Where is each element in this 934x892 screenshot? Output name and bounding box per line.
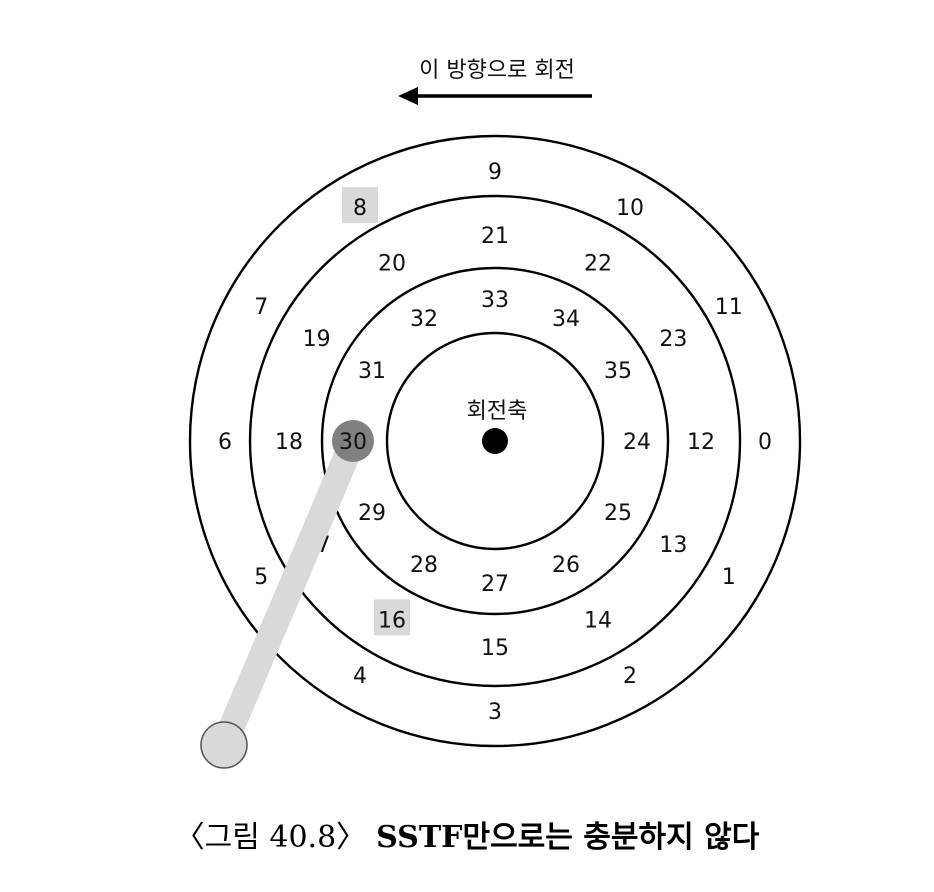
sector-30-head-label: 30: [339, 430, 367, 455]
figure-title: SSTF만으로는 충분하지 않다: [376, 820, 760, 855]
disk-head: [332, 420, 374, 462]
sector-28-label: 28: [410, 553, 438, 578]
sector-8-label: 8: [353, 196, 367, 221]
sector-0-label: 0: [758, 430, 772, 455]
sector-33-label: 33: [481, 288, 509, 313]
sector-11-label: 11: [715, 295, 743, 320]
sector-25-label: 25: [604, 501, 632, 526]
sector-27-label: 27: [481, 572, 509, 597]
sector-7-label: 7: [254, 295, 268, 320]
sector-3-label: 3: [488, 700, 502, 725]
disk-arm: [200, 435, 365, 769]
spindle-label: 회전축: [467, 399, 528, 424]
sector-9-label: 9: [488, 160, 502, 185]
sector-13-label: 13: [659, 533, 687, 558]
request-highlight-16: [374, 599, 410, 636]
sector-32-label: 32: [410, 307, 438, 332]
head-label: 30: [339, 430, 367, 455]
disk-diagram: 이 방향으로 회전 910110123456782122231213141516…: [188, 58, 802, 769]
sector-18-label: 18: [275, 430, 303, 455]
figure-caption: 〈그림 40.8〉 SSTF만으로는 충분하지 않다: [0, 812, 934, 856]
sector-20-label: 20: [378, 252, 406, 277]
sector-1-label: 1: [722, 565, 736, 590]
sector-2-label: 2: [623, 664, 637, 689]
sector-15-label: 15: [481, 636, 509, 661]
sector-12-label: 12: [687, 430, 715, 455]
sector-21-label: 21: [481, 224, 509, 249]
sector-19-label: 19: [303, 327, 331, 352]
sector-16-label: 16: [378, 608, 406, 633]
sector-6-label: 6: [218, 430, 232, 455]
outer-track-ring: [188, 134, 802, 748]
sector-31-label: 31: [358, 359, 386, 384]
rotation-direction-label: 이 방향으로 회전: [419, 58, 575, 83]
inner-track-ring: [320, 266, 670, 616]
sector-34-label: 34: [552, 307, 580, 332]
sector-23-label: 23: [659, 327, 687, 352]
sector-5-label: 5: [254, 565, 268, 590]
figure-number: 〈그림 40.8〉: [174, 820, 367, 855]
sector-26-label: 26: [552, 553, 580, 578]
request-highlight-8: [342, 187, 378, 224]
sector-22-label: 22: [584, 252, 612, 277]
left-arrow-icon: [398, 87, 592, 105]
sector-35-label: 35: [604, 359, 632, 384]
sector-4-label: 4: [353, 664, 367, 689]
sector-24-label: 24: [623, 430, 651, 455]
middle-track-ring: [248, 194, 742, 688]
spindle-dot: [482, 428, 508, 454]
sector-14-label: 14: [584, 608, 612, 633]
sector-10-label: 10: [616, 196, 644, 221]
sector-29-label: 29: [358, 501, 386, 526]
disk-arm-pivot: [200, 721, 248, 769]
disk-arm-bar: [212, 435, 365, 751]
spindle-ring: [385, 331, 605, 551]
